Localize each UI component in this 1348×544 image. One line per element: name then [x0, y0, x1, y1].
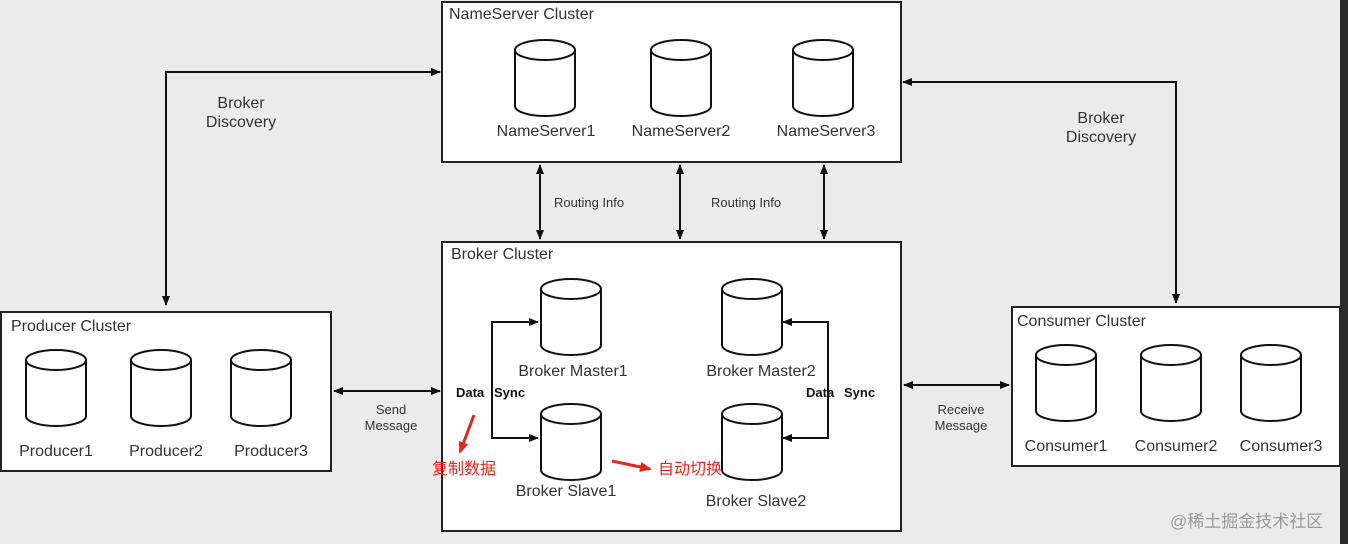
broker-master2-label: Broker Master2	[706, 363, 816, 380]
auto-switch-annotation: 自动切换	[658, 461, 723, 478]
broker-discovery-left-line2: Discovery	[205, 114, 277, 131]
producer2-label: Producer2	[129, 443, 203, 460]
nameserver2-cylinder	[650, 39, 712, 117]
auto-switch-red-arrow	[611, 459, 652, 472]
nameserver2-label: NameServer2	[631, 123, 731, 140]
nameserver1-cylinder	[514, 39, 576, 117]
consumer3-label: Consumer3	[1239, 438, 1323, 455]
broker-master2-cylinder	[721, 278, 783, 356]
broker-slave2-cylinder	[721, 403, 783, 481]
broker-slave1-cylinder	[540, 403, 602, 481]
consumer2-cylinder	[1140, 344, 1202, 422]
consumer1-label: Consumer1	[1024, 438, 1108, 455]
receive-message-line2: Message	[934, 418, 988, 433]
nameserver3-cylinder	[792, 39, 854, 117]
producer-cluster-title: Producer Cluster	[11, 318, 132, 335]
consumer1-cylinder	[1035, 344, 1097, 422]
data-sync-left-sync: Sync	[494, 385, 526, 400]
broker-slave2-label: Broker Slave2	[705, 493, 807, 510]
producer3-label: Producer3	[234, 443, 308, 460]
data-sync-right-data: Data	[806, 385, 835, 400]
broker-cluster-box	[441, 241, 902, 532]
broker-master1-cylinder	[540, 278, 602, 356]
watermark: @稀土掘金技术社区	[1170, 512, 1324, 531]
routing-info-label-2: Routing Info	[711, 195, 782, 210]
consumer-cluster-title: Consumer Cluster	[1017, 313, 1146, 330]
send-message-line2: Message	[364, 418, 418, 433]
broker-discovery-right-arrow	[902, 78, 1180, 304]
broker-cluster-title: Broker Cluster	[451, 246, 554, 263]
send-message-label: Send Message	[365, 402, 418, 434]
nameserver3-label: NameServer3	[776, 123, 876, 140]
broker-discovery-left-label: Broker Discovery	[206, 94, 276, 132]
data-sync-right-arrow	[782, 318, 829, 442]
node-cylinders	[25, 39, 1302, 481]
broker-discovery-left-arrow	[162, 68, 441, 306]
data-sync-left-arrow	[491, 318, 539, 442]
send-message-line1: Send	[375, 402, 407, 417]
consumer2-label: Consumer2	[1134, 438, 1218, 455]
producer1-label: Producer1	[19, 443, 93, 460]
broker-master1-label: Broker Master1	[518, 363, 628, 380]
nameserver1-label: NameServer1	[496, 123, 596, 140]
data-sync-left-data: Data	[456, 385, 485, 400]
producer1-cylinder	[25, 349, 87, 427]
consumer3-cylinder	[1240, 344, 1302, 422]
broker-slave1-label: Broker Slave1	[515, 483, 617, 500]
copy-data-annotation: 复制数据	[432, 461, 497, 478]
data-sync-right-sync: Sync	[844, 385, 876, 400]
producer3-cylinder	[230, 349, 292, 427]
routing-info-label-1: Routing Info	[554, 195, 625, 210]
receive-message-line1: Receive	[937, 402, 985, 417]
broker-discovery-right-line1: Broker	[1077, 110, 1125, 127]
producer2-cylinder	[130, 349, 192, 427]
broker-discovery-right-label: Broker Discovery	[1066, 109, 1136, 147]
receive-message-label: Receive Message	[935, 402, 988, 434]
nameserver-cluster-title: NameServer Cluster	[449, 6, 594, 23]
broker-discovery-left-line1: Broker	[217, 95, 265, 112]
copy-data-red-arrow	[458, 414, 476, 454]
broker-discovery-right-line2: Discovery	[1065, 129, 1137, 146]
